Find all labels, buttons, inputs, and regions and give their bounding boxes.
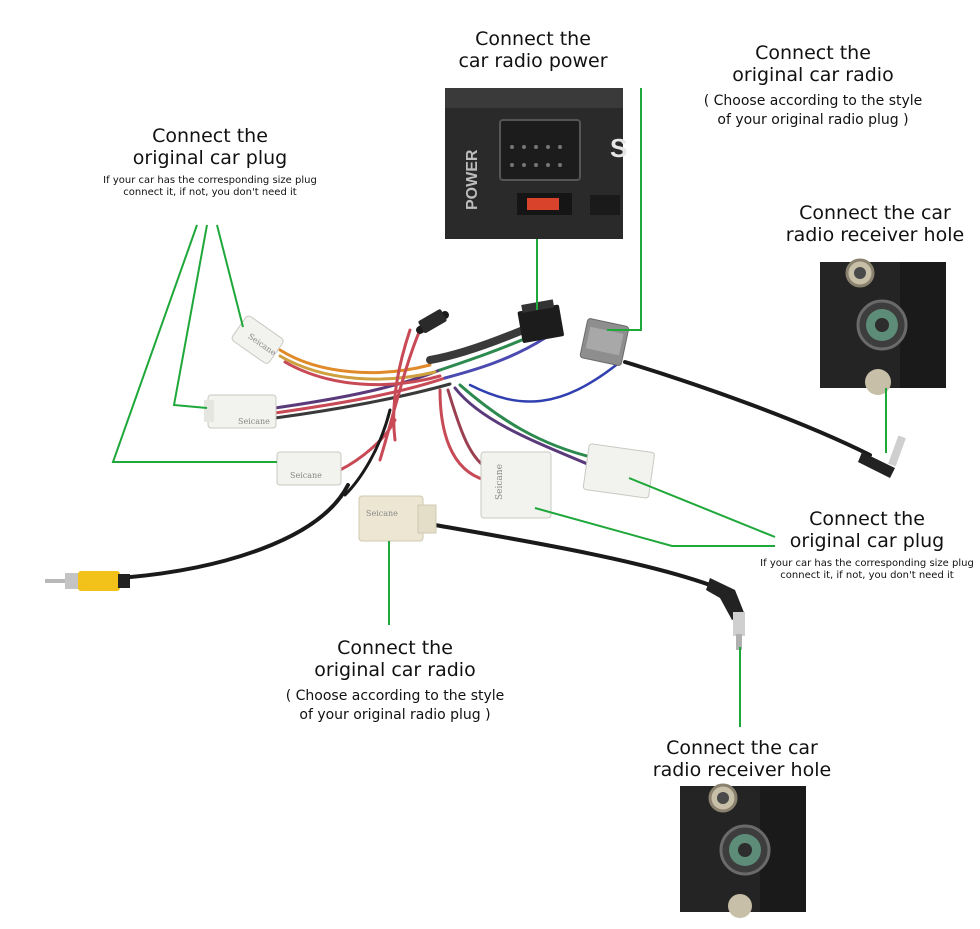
power-harness-plug (517, 299, 564, 343)
plug-brand-3: Seicane (290, 471, 322, 480)
leader-plug-left-3 (111, 224, 277, 463)
label-radio-top-note1: ( Choose according to the style (703, 93, 923, 109)
label-plug-right-line1: Connect the (809, 508, 925, 530)
power-socket-photo: POWER S (445, 88, 627, 239)
label-radio-top-line2: original car radio (732, 64, 894, 86)
label-radio-top-note2: of your original radio plug ) (717, 112, 909, 128)
small-black-plug (418, 309, 447, 333)
antenna-plug-bottom (706, 578, 745, 650)
label-radio-top-line1: Connect the (755, 42, 871, 64)
leader-lines (111, 88, 887, 727)
label-plug-right: Connect the original car plug If your ca… (757, 508, 977, 582)
label-radio-bottom-note2: of your original radio plug ) (299, 707, 491, 723)
label-plug-left-line2: original car plug (132, 147, 288, 169)
leader-radio-top (607, 88, 642, 331)
label-radio-bottom-line1: Connect the (337, 637, 453, 659)
leader-plug-left-2 (172, 224, 208, 409)
label-receiver-bottom: Connect the car radio receiver hole (642, 737, 842, 781)
plug-left-bottom: Seicane (276, 451, 342, 486)
label-plug-right-line2: original car plug (789, 530, 945, 552)
label-radio-top: Connect the original car radio ( Choose … (663, 42, 963, 130)
label-plug-left-note2: connect it, if not, you don't need it (123, 187, 297, 198)
plug-right (582, 443, 655, 499)
label-radio-bottom-line2: original car radio (314, 659, 476, 681)
label-plug-right-note2: connect it, if not, you don't need it (780, 570, 954, 581)
label-power-line2: car radio power (458, 50, 608, 72)
label-radio-bottom-note1: ( Choose according to the style (285, 688, 505, 704)
label-plug-left-note1: If your car has the corresponding size p… (103, 175, 317, 186)
leader-plug-left-1 (216, 224, 244, 328)
plug-brand-2: Seicane (238, 417, 270, 426)
label-receiver-bottom-line2: radio receiver hole (652, 759, 832, 781)
rca-plug (45, 571, 130, 591)
receiver-hole-photo-bottom (680, 783, 806, 918)
label-power: Connect the car radio power (438, 28, 628, 72)
plug-left-top: Seicane (231, 315, 284, 364)
label-receiver-top-line1: Connect the car (799, 202, 951, 224)
plug-brand-4: Seicane (366, 509, 398, 518)
plug-brand-5: Seicane (495, 464, 505, 500)
plug-center: Seicane (480, 451, 552, 519)
label-radio-bottom: Connect the original car radio ( Choose … (250, 637, 540, 725)
antenna-plug-top (858, 435, 906, 478)
receiver-hole-photo-top (820, 258, 946, 395)
power-side-text: POWER (464, 149, 481, 210)
power-right-text: S (610, 133, 627, 163)
label-receiver-bottom-line1: Connect the car (666, 737, 818, 759)
label-power-line1: Connect the (475, 28, 591, 50)
leader-plug-right-2 (534, 507, 775, 547)
label-receiver-top: Connect the car radio receiver hole (775, 202, 975, 246)
label-plug-left-line1: Connect the (152, 125, 268, 147)
leader-plug-right-1 (628, 477, 776, 538)
label-receiver-top-line2: radio receiver hole (785, 224, 965, 246)
label-plug-right-note1: If your car has the corresponding size p… (760, 558, 974, 569)
label-plug-left: Connect the original car plug If your ca… (95, 125, 325, 199)
antenna-adapter-plug (579, 318, 630, 366)
plug-radio-bottom: Seicane (358, 495, 437, 542)
plug-left-middle: Seicane (204, 394, 277, 429)
